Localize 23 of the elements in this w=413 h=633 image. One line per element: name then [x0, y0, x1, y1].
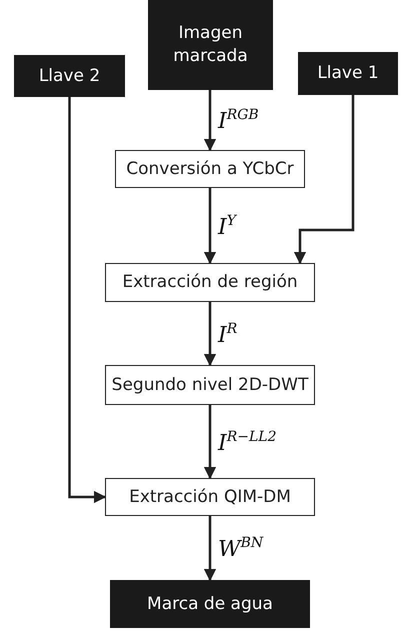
node-label: Imagen marcada — [172, 22, 249, 68]
arrow — [204, 302, 216, 366]
process-box — [105, 263, 315, 302]
process-box — [115, 150, 305, 188]
node-label: Segundo nivel 2D-DWT — [112, 374, 308, 396]
arrow — [294, 95, 354, 264]
node-label: Conversión a YCbCr — [126, 158, 294, 180]
terminal-box — [298, 52, 398, 95]
terminal-box — [110, 580, 310, 628]
node-label: Marca de agua — [147, 592, 273, 616]
node-label: Extracción QIM-DM — [129, 486, 291, 508]
process-box — [105, 478, 315, 516]
terminal-box — [148, 0, 273, 90]
node-label: Llave 1 — [317, 62, 379, 85]
process-box — [105, 365, 315, 405]
arrow — [204, 90, 216, 152]
node-label: Llave 2 — [38, 64, 100, 88]
terminal-box — [14, 55, 125, 97]
arrow — [68, 97, 106, 504]
arrow — [204, 405, 216, 480]
arrow — [204, 188, 216, 264]
node-label: Extracción de región — [122, 271, 298, 294]
arrow — [204, 516, 216, 582]
